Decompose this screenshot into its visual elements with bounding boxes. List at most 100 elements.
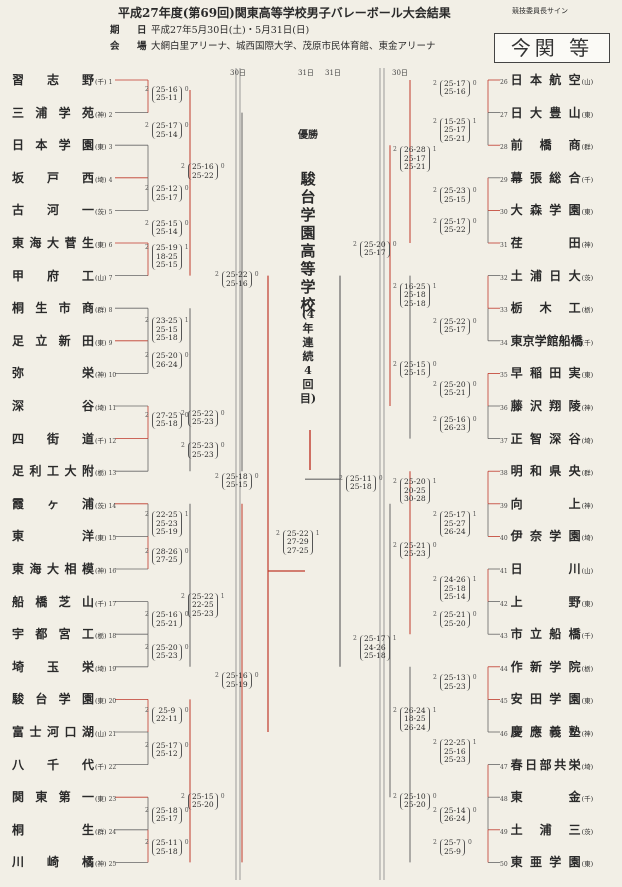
set-score: 25-10: [404, 791, 426, 801]
sets-won-right: 0: [472, 611, 477, 619]
set-score: 26-24: [444, 527, 466, 537]
sets-won-right: 0: [184, 185, 189, 193]
team-name: 埼玉栄: [12, 659, 94, 674]
set-score: 25-23: [156, 651, 178, 661]
set-score: 25-20: [404, 477, 426, 487]
team-name: 正智深谷: [510, 431, 581, 446]
set-score: 26-24: [444, 814, 466, 824]
sets-won-right: 0: [184, 219, 189, 227]
set-score: 26-23: [444, 423, 466, 432]
set-score: 25-17: [364, 634, 386, 644]
team-prefecture: (東): [581, 860, 594, 869]
team-number: 8: [108, 307, 113, 315]
set-score: 25-11: [156, 93, 178, 102]
date-label: 期 日: [110, 25, 151, 36]
team-prefecture: (茨): [95, 208, 107, 217]
set-score: 25-22: [192, 170, 214, 180]
sets-won-right: 0: [472, 674, 477, 682]
sets-won-right: 0: [254, 472, 259, 480]
set-score: 25-18: [156, 333, 178, 343]
set-score: 25-20: [444, 618, 466, 628]
team-name: 安田学園: [510, 692, 581, 707]
set-score: 25-27: [444, 518, 466, 528]
sets-won-right: 0: [184, 352, 189, 360]
sets-won-left: 2: [145, 511, 149, 519]
set-score: 25-15: [226, 480, 248, 490]
sets-won-left: 2: [433, 415, 437, 423]
team-prefecture: (千): [95, 599, 107, 608]
team-name: 土浦三: [510, 822, 581, 837]
set-score: 23-25: [156, 316, 178, 326]
sets-won-left: 2: [393, 360, 397, 368]
sets-won-right: 0: [472, 806, 477, 814]
team-name: 霞ヶ浦: [12, 496, 94, 511]
set-score: 25-23: [444, 755, 466, 765]
sets-won-right: 0: [472, 380, 477, 388]
sets-won-left: 2: [215, 271, 219, 279]
set-score: 25-17: [444, 325, 466, 335]
sets-won-right: 0: [184, 611, 189, 619]
team-prefecture: (千): [581, 175, 594, 184]
set-score: 30-28: [404, 494, 426, 504]
set-score: 25-16: [192, 162, 214, 172]
set-score: 26-24: [404, 705, 426, 715]
team-entry: 八千代(千)22: [12, 759, 116, 774]
team-prefecture: (群): [581, 143, 594, 152]
sets-won-left: 2: [393, 706, 397, 714]
set-score: 25-21: [404, 540, 426, 550]
team-name: 日本学園: [12, 138, 94, 153]
team-number: 19: [108, 665, 117, 673]
team-entry: 東洋(東)15: [12, 530, 116, 545]
team-name: 駿台学園: [12, 692, 94, 707]
sets-won-right: 0: [378, 474, 383, 482]
set-score: 25-16: [226, 278, 248, 288]
sets-won-right: 1: [472, 117, 477, 125]
sets-won-left: 2: [181, 163, 185, 171]
team-number: 45: [500, 698, 508, 706]
sets-won-left: 2: [433, 806, 437, 814]
team-prefecture: (神): [95, 371, 107, 380]
set-score: 18-25: [156, 251, 178, 261]
sets-won-left: 2: [393, 541, 397, 549]
sets-won-right: 0: [472, 415, 477, 423]
sets-won-left: 2: [145, 352, 149, 360]
team-prefecture: (神): [581, 730, 594, 738]
team-prefecture: (東): [581, 110, 594, 119]
team-name: 春日部共栄: [510, 757, 581, 772]
set-score: 25-14: [444, 805, 466, 815]
sets-won-right: 0: [254, 271, 259, 279]
sets-won-right: 0: [184, 706, 189, 714]
sets-won-left: 2: [145, 219, 149, 227]
team-entry: 三浦学苑(神)2: [12, 107, 112, 122]
team-prefecture: (東): [95, 143, 107, 152]
sets-won-left: 2: [145, 706, 149, 714]
set-score: 25-15: [444, 194, 466, 204]
set-score: 20-25: [404, 485, 426, 495]
set-score: 25-13: [444, 673, 466, 683]
team-name: 宇都宮工: [12, 627, 94, 642]
sets-won-left: 2: [145, 244, 149, 252]
day-label: 30日: [230, 69, 246, 77]
team-name: 早稲田実: [510, 366, 581, 381]
team-name: 八千代: [12, 757, 94, 772]
